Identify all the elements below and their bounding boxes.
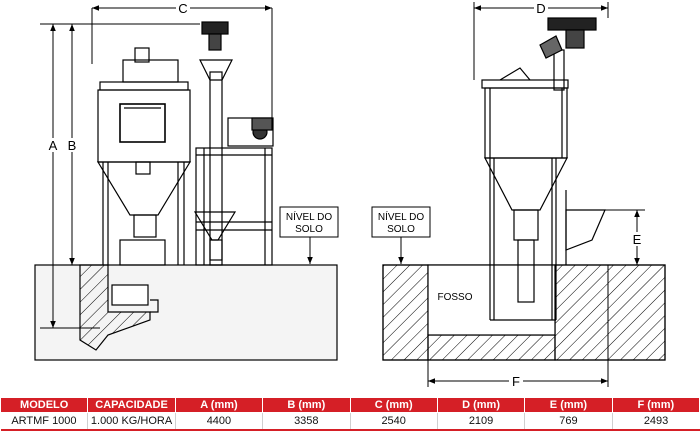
right-ground-callout: NÍVEL DO SOLO (371, 206, 431, 264)
technical-drawing: C A B NÍVEL DO SOLO (34, 1, 666, 389)
right-pit-floor (427, 334, 556, 361)
spec-header-row: MODELO CAPACIDADE A (mm) B (mm) C (mm) D… (0, 397, 700, 413)
spec-cell-capacidade: 1.000 KG/HORA (87, 412, 176, 431)
left-inspection-window (119, 103, 166, 143)
spec-cell-b: 3358 (262, 412, 351, 431)
spec-cell-e: 769 (524, 412, 613, 431)
left-elevation-view (34, 21, 338, 361)
right-hopper-cone (484, 157, 568, 211)
left-ground-label-line1: NÍVEL DO (286, 210, 333, 223)
dim-d-label: D (536, 1, 545, 16)
dim-a-label: A (49, 138, 58, 153)
right-hopper-body (484, 87, 568, 159)
spec-table: MODELO CAPACIDADE A (mm) B (mm) C (mm) D… (0, 397, 700, 431)
spec-header-modelo: MODELO (0, 397, 89, 413)
right-elevation-view (382, 17, 666, 361)
right-ground-right (554, 264, 666, 361)
spec-cell-c: 2540 (350, 412, 438, 431)
left-hopper-body (97, 89, 191, 163)
spec-header-c: C (mm) (349, 397, 438, 413)
spec-cell-modelo: ARTMF 1000 (0, 412, 89, 431)
dim-f-label: F (512, 374, 520, 389)
table-row: ARTMF 1000 1.000 KG/HORA 4400 3358 2540 … (0, 412, 700, 431)
left-ground-callout: NÍVEL DO SOLO (279, 206, 339, 264)
spec-header-f: F (mm) (611, 397, 700, 413)
right-elevator-column (553, 49, 565, 91)
spec-header-b: B (mm) (262, 397, 351, 413)
left-soil-section (79, 264, 151, 351)
right-side-chute (565, 209, 606, 251)
pit-label: FOSSO (437, 292, 472, 303)
spec-header-capacidade: CAPACIDADE (87, 397, 176, 413)
left-ground-label-line2: SOLO (295, 224, 323, 235)
spec-header-d: D (mm) (436, 397, 526, 413)
right-ground-label-line1: NÍVEL DO (378, 210, 425, 223)
dim-c-label: C (178, 1, 187, 16)
spec-cell-a: 4400 (175, 412, 264, 431)
dim-b-label: B (68, 138, 77, 153)
left-hopper-cone (96, 161, 192, 216)
left-inlet-funnel (193, 211, 237, 241)
spec-cell-f: 2493 (612, 412, 700, 431)
left-hopper-top (99, 81, 189, 91)
spec-header-e: E (mm) (524, 397, 613, 413)
right-ground-left (382, 264, 429, 361)
spec-cell-d: 2109 (437, 412, 526, 431)
left-support-frame (195, 147, 273, 266)
right-ground-label-line2: SOLO (387, 224, 415, 235)
left-motor (227, 117, 274, 147)
spec-header-a: A (mm) (174, 397, 264, 413)
dim-e-label: E (633, 232, 642, 247)
